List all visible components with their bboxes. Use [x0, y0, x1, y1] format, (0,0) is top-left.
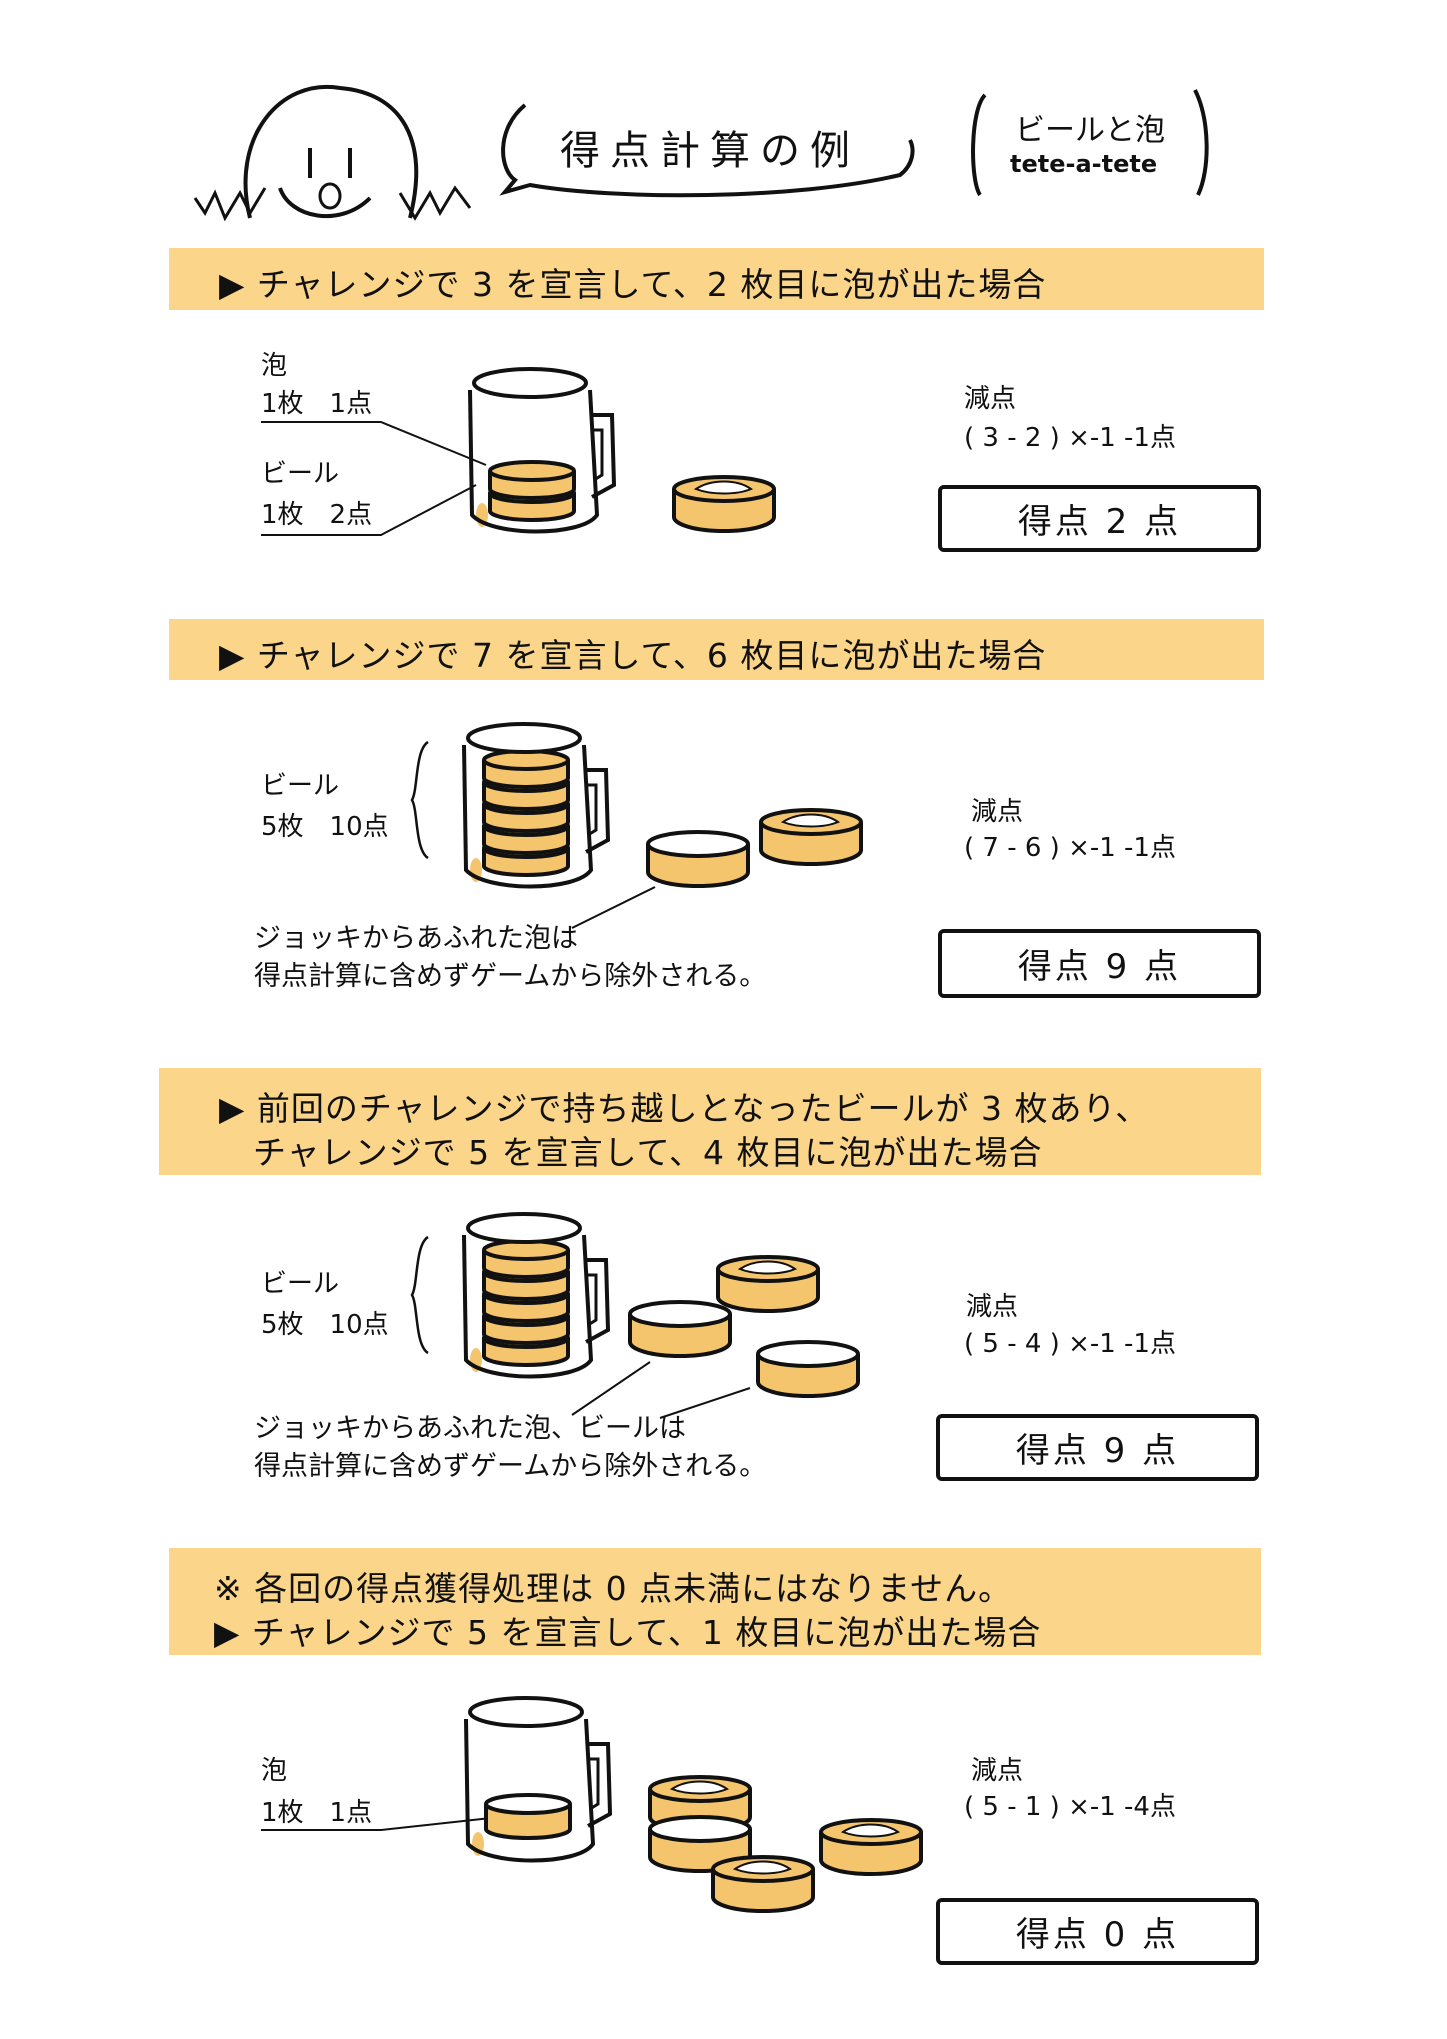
section4-banner: ※ 各回の得点獲得処理は 0 点未満にはなりません。 ▶ チャレンジで 5 を宣… [169, 1548, 1261, 1655]
beer-label: ビール [261, 1269, 340, 1299]
foam-count: 1枚 1点 [261, 1798, 373, 1828]
caption-pointer [571, 886, 656, 929]
speech-bubble [499, 103, 915, 198]
leader-lines [261, 421, 487, 536]
foam-coin [758, 808, 864, 872]
caption: ジョッキからあふれた泡、ビールは 得点計算に含めずゲームから除外される。 [254, 1413, 767, 1482]
coin-icon [759, 808, 863, 866]
score-box: 得点 0 点 [936, 1898, 1259, 1965]
deduction-label: 減点 [971, 1756, 1024, 1786]
logo-brackets [971, 89, 1209, 197]
coin-icon [646, 830, 750, 888]
foam-label: 泡 [261, 1756, 288, 1786]
coin-icon [756, 1340, 860, 1398]
beer-label: ビール [261, 459, 340, 489]
section3-banner: ▶ 前回のチャレンジで持ち越しとなったビールが 3 枚あり、 チャレンジで 5 … [159, 1068, 1261, 1175]
foam-count: 1枚 1点 [261, 389, 373, 419]
caption: ジョッキからあふれた泡は 得点計算に含めずゲームから除外される。 [254, 923, 767, 992]
mug-icon [468, 367, 617, 534]
deduction-formula: ( 5 - 1 ) ×-1 -4点 [964, 1792, 1176, 1822]
brace [410, 740, 429, 860]
beer-mug [456, 720, 616, 899]
caption-pointer [571, 1361, 751, 1419]
foam-label: 泡 [261, 351, 288, 381]
beer-count: 5枚 10点 [261, 812, 389, 842]
score-box: 得点 2 点 [938, 485, 1261, 552]
coin-icon [628, 1300, 732, 1358]
foam-coin [818, 1818, 924, 1882]
mug-icon [462, 1212, 611, 1379]
beer-mug [456, 1210, 616, 1389]
girl-illustration [193, 84, 472, 222]
deduction-label: 減点 [966, 1292, 1019, 1322]
beer-count: 1枚 2点 [261, 500, 373, 530]
overflow-beer-coin [627, 1300, 733, 1364]
logo-line2: tete-a-tete [1010, 150, 1158, 178]
mug-icon [464, 1696, 613, 1863]
deduction-formula: ( 7 - 6 ) ×-1 -1点 [964, 833, 1176, 863]
beer-mug [462, 365, 622, 544]
section1-banner: ▶ チャレンジで 3 を宣言して、2 枚目に泡が出た場合 [169, 248, 1264, 310]
deduction-formula: ( 5 - 4 ) ×-1 -1点 [964, 1329, 1176, 1359]
deduction-label: 減点 [964, 384, 1017, 414]
page-title: 得点計算の例 [560, 128, 860, 174]
overflow-beer-coin [645, 830, 751, 894]
score-box: 得点 9 点 [936, 1414, 1259, 1481]
coin-icon [672, 475, 776, 533]
deduction-formula: ( 3 - 2 ) ×-1 -1点 [964, 423, 1176, 453]
score-box: 得点 9 点 [938, 929, 1261, 998]
section2-banner: ▶ チャレンジで 7 を宣言して、6 枚目に泡が出た場合 [169, 619, 1264, 680]
mug-icon [462, 722, 611, 889]
deduction-label: 減点 [971, 797, 1024, 827]
overflow-beer-coin [755, 1340, 861, 1404]
beer-mug [458, 1694, 618, 1873]
coin-icon [716, 1255, 820, 1313]
coin-icon [819, 1818, 923, 1876]
beer-label: ビール [261, 771, 340, 801]
brace [410, 1235, 429, 1355]
logo-line1: ビールと泡 [1015, 113, 1165, 148]
foam-coin [671, 475, 777, 539]
beer-count: 5枚 10点 [261, 1310, 389, 1340]
foam-coin [715, 1255, 821, 1319]
foam-coin [710, 1855, 816, 1919]
coin-icon [711, 1855, 815, 1913]
leader-line [261, 1817, 492, 1831]
